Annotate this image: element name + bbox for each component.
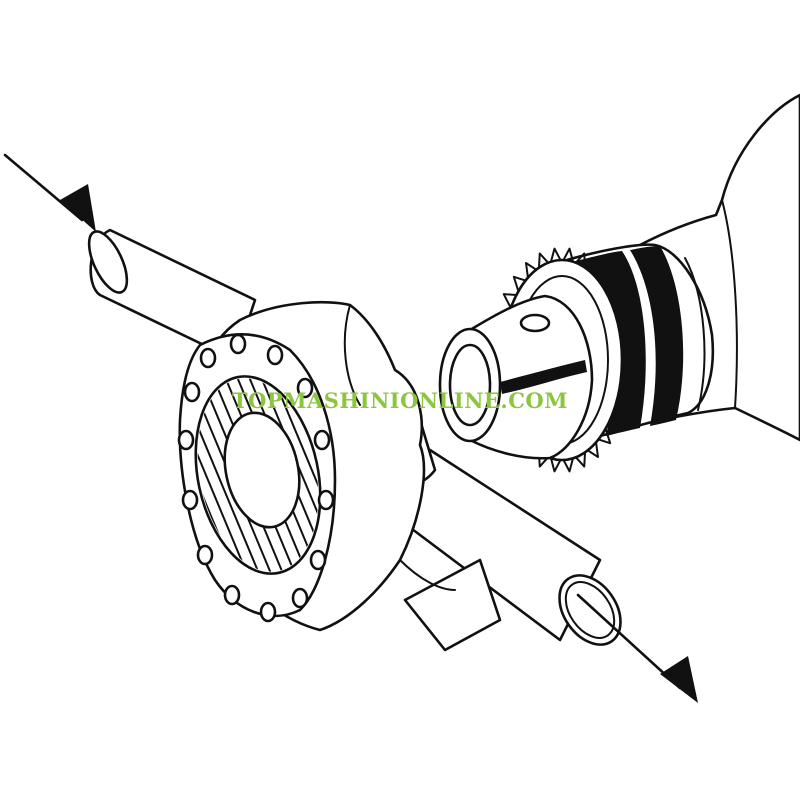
gear-tooth	[574, 451, 587, 468]
bolt-hole	[259, 601, 277, 623]
bolt-hole	[196, 544, 214, 566]
gear-tooth	[597, 275, 612, 293]
gear-tooth	[512, 275, 527, 293]
gear-tooth	[549, 457, 562, 473]
gear-tooth	[586, 441, 599, 458]
gear-tooth	[525, 262, 538, 279]
gear-tooth	[618, 330, 634, 349]
face-rib	[265, 367, 336, 583]
bolt-hole	[229, 333, 247, 355]
bolt-hole	[291, 587, 309, 609]
bolt-hole	[177, 429, 195, 451]
gear-tooth	[537, 252, 550, 269]
gear-tooth	[597, 427, 612, 445]
inlet-flow-arrow	[3, 153, 96, 232]
face-rib	[180, 367, 187, 583]
bolt-hole	[223, 584, 241, 606]
gear-tooth	[586, 262, 599, 279]
gear-tooth	[613, 392, 629, 409]
face-rib	[50, 360, 150, 600]
face-rib	[26, 360, 126, 600]
face-rib	[38, 360, 138, 600]
bolt-hole	[181, 489, 199, 511]
bolt-hole	[183, 381, 201, 403]
gear-tooth	[620, 351, 635, 369]
bolt-hole	[296, 377, 314, 399]
gear-tooth	[618, 371, 634, 390]
bolt-hole	[309, 549, 327, 571]
chuck-nose	[438, 294, 594, 460]
gear-tooth	[606, 411, 622, 427]
outlet-flow-arrow	[576, 593, 698, 703]
watermark-text: TOPMASHINIONLINE.COM	[232, 388, 568, 413]
gear-tooth	[562, 247, 575, 263]
gear-tooth	[613, 311, 629, 328]
gear-tooth	[562, 457, 575, 473]
gear-tooth	[606, 293, 622, 309]
face-rib	[62, 360, 162, 600]
bolt-hole	[199, 347, 217, 369]
bolt-hole	[313, 429, 331, 451]
pump-body	[26, 300, 502, 652]
face-rib	[253, 367, 336, 583]
inlet-pipe	[87, 228, 257, 362]
gear-tooth	[502, 293, 518, 309]
gear-tooth	[549, 247, 562, 263]
face-rib	[74, 360, 174, 600]
gear-tooth	[574, 252, 587, 269]
bolt-hole	[317, 489, 335, 511]
bolt-hole	[266, 344, 284, 366]
